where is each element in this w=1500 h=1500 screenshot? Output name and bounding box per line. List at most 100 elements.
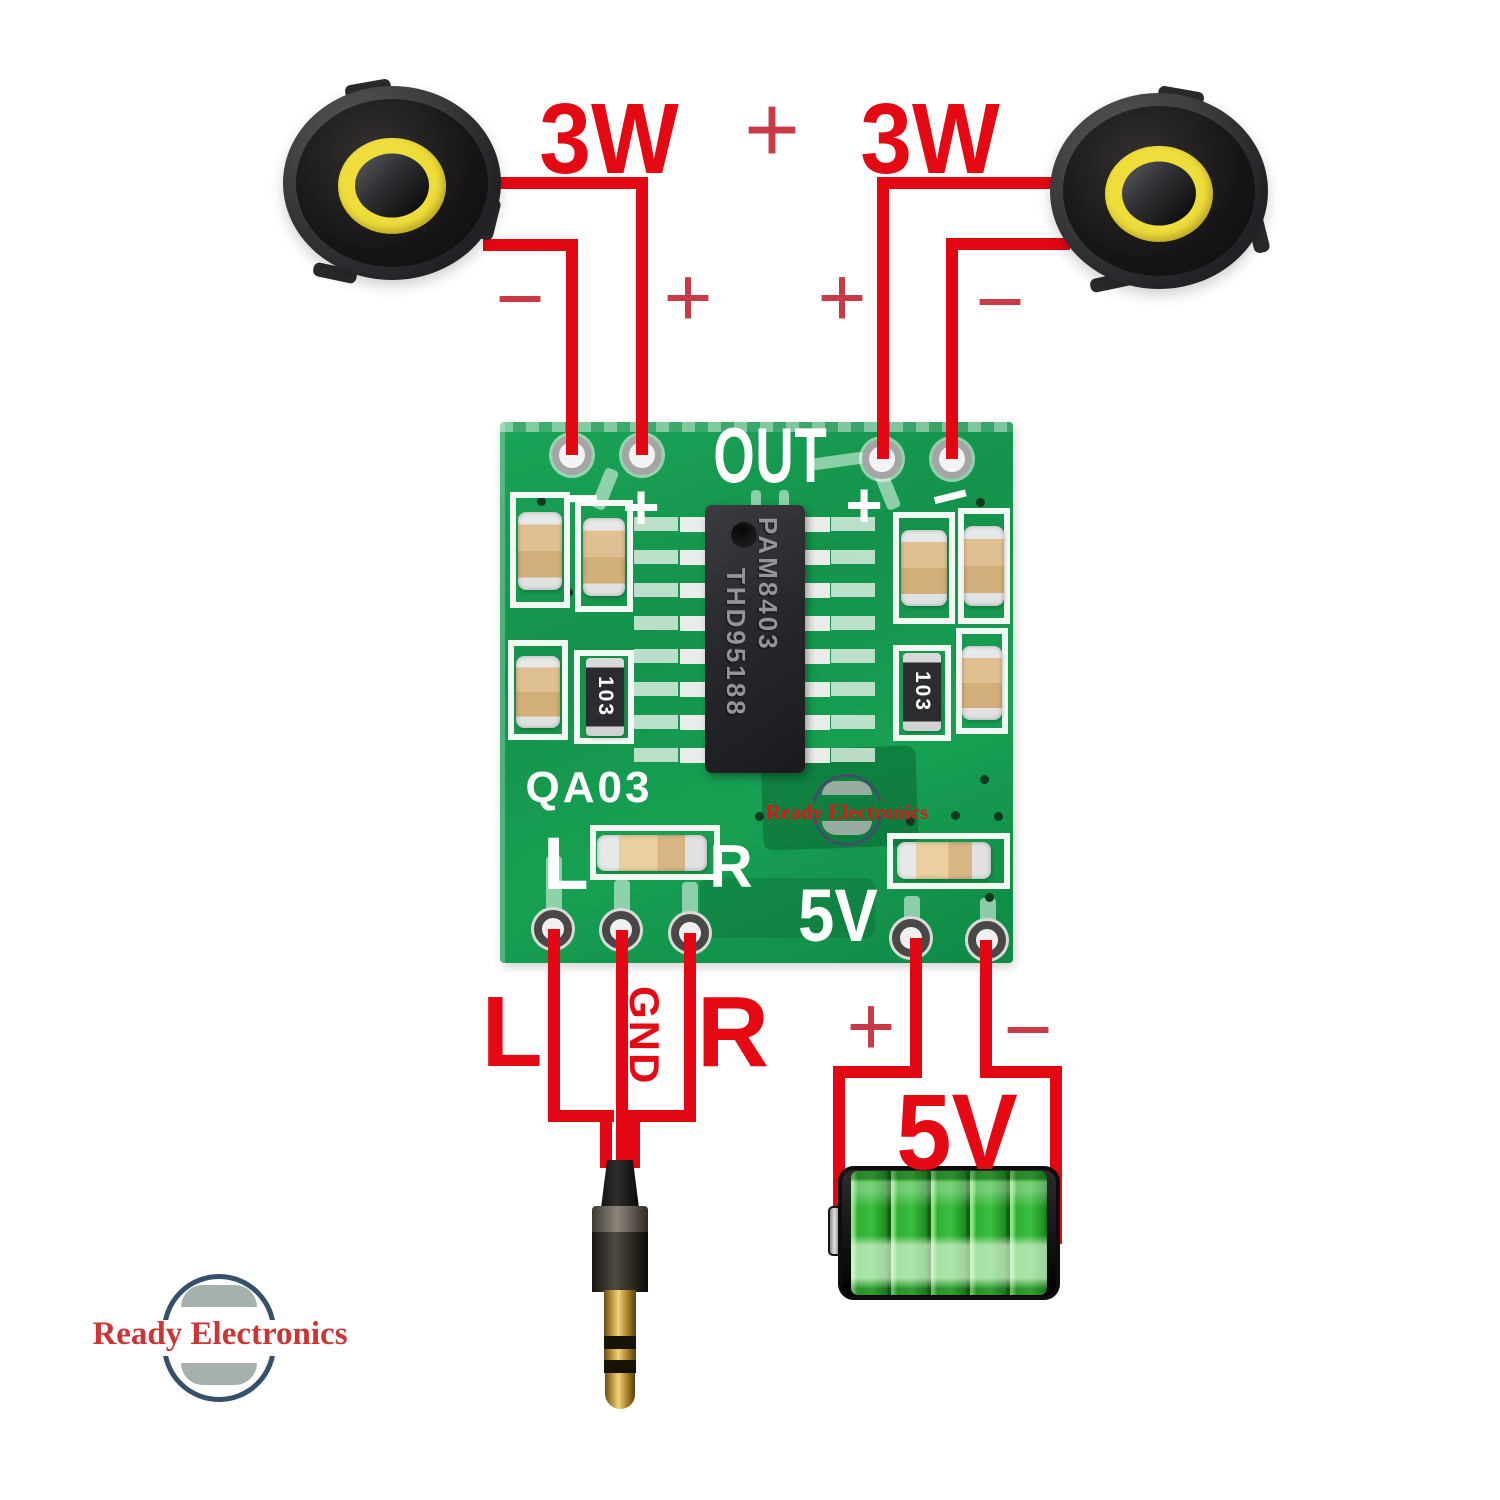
wire bbox=[600, 1110, 612, 1168]
ic-pins-right bbox=[805, 517, 830, 765]
silk-bracket bbox=[956, 628, 1008, 734]
silk-bracket bbox=[575, 500, 633, 612]
audio-jack-barrel bbox=[592, 1232, 648, 1292]
wire bbox=[684, 933, 696, 1122]
input-ground-label: GND bbox=[621, 986, 668, 1086]
solder-hole-input-gnd bbox=[602, 911, 640, 949]
ic-pins-left bbox=[680, 517, 705, 765]
via bbox=[755, 812, 764, 821]
board-right-channel-label: R bbox=[709, 833, 753, 900]
ic-marking-line1: PAM8403 bbox=[753, 517, 783, 652]
minus-marker-speaker-right: − bbox=[975, 254, 1025, 348]
audio-jack-plug bbox=[604, 1349, 636, 1360]
board-silk-plus-left: + bbox=[622, 471, 660, 543]
audio-jack-band bbox=[592, 1206, 648, 1234]
board-out-label: OUT bbox=[713, 411, 828, 499]
plus-marker-top: + bbox=[743, 76, 801, 183]
speaker-right-icon bbox=[1050, 85, 1271, 294]
solder-traces-left bbox=[634, 517, 678, 765]
via bbox=[951, 811, 960, 820]
pcb-trace bbox=[980, 898, 996, 924]
pcb-trace bbox=[614, 880, 630, 914]
wire bbox=[980, 940, 992, 1078]
audio-jack-plug bbox=[604, 1290, 636, 1340]
via bbox=[980, 775, 989, 784]
wire bbox=[483, 239, 573, 251]
plus-marker-battery: + bbox=[846, 979, 896, 1073]
watermark-logo-arc-bottom bbox=[812, 816, 882, 846]
audio-jack-tip bbox=[605, 1373, 635, 1409]
silk-bracket bbox=[508, 640, 568, 740]
wire bbox=[616, 930, 628, 1165]
audio-jack-strain-relief bbox=[601, 1160, 639, 1208]
plus-marker-speaker-left: + bbox=[663, 250, 713, 344]
silk-bracket bbox=[574, 650, 634, 744]
silk-bracket bbox=[893, 645, 951, 741]
ic-pin1-dimple bbox=[731, 522, 757, 548]
board-model-label: QA03 bbox=[525, 763, 653, 812]
resistor: 103 bbox=[903, 653, 941, 731]
brand-logo-lens-bottom bbox=[181, 1363, 257, 1385]
capacitor bbox=[897, 842, 991, 879]
wire bbox=[628, 1110, 640, 1168]
silk-bracket bbox=[590, 825, 720, 880]
board-edge bbox=[500, 422, 505, 963]
speaker-left-icon bbox=[283, 78, 502, 285]
speaker-right-power-label: 3W bbox=[860, 83, 1000, 195]
input-right-label: R bbox=[696, 976, 770, 1088]
wire bbox=[636, 177, 648, 455]
brand-logo-lens-top bbox=[181, 1285, 257, 1307]
via bbox=[906, 817, 915, 826]
wire bbox=[877, 177, 889, 459]
wire bbox=[946, 238, 1070, 250]
input-left-label: L bbox=[481, 976, 543, 1088]
solder-traces-right bbox=[831, 517, 875, 765]
ic-chip bbox=[705, 505, 805, 773]
silk-bracket bbox=[510, 492, 570, 608]
board-left-channel-label: L bbox=[543, 822, 589, 905]
capacitor bbox=[518, 512, 562, 590]
brand-logo-text: Ready Electronics bbox=[92, 1316, 348, 1352]
battery-icon bbox=[838, 1166, 1060, 1300]
wire bbox=[497, 177, 648, 189]
brand-logo-arc-bottom bbox=[162, 1356, 276, 1402]
resistor: 103 bbox=[586, 658, 624, 736]
watermark-logo-lens-bottom bbox=[822, 821, 872, 835]
silk-bracket bbox=[887, 833, 1010, 889]
capacitor bbox=[516, 656, 560, 728]
capacitor bbox=[962, 646, 1002, 720]
minus-marker-battery: − bbox=[1003, 982, 1053, 1076]
watermark-logo-lens-top bbox=[822, 781, 872, 795]
watermark-logo-arc-top bbox=[812, 774, 882, 802]
wire bbox=[566, 239, 578, 455]
wire bbox=[628, 1110, 696, 1122]
via bbox=[537, 497, 546, 506]
audio-jack-insulator-ring bbox=[604, 1360, 636, 1373]
silk-bracket bbox=[893, 512, 955, 624]
capacitor bbox=[583, 518, 625, 596]
via bbox=[976, 498, 985, 507]
audio-jack-insulator-ring bbox=[604, 1336, 636, 1349]
wire bbox=[548, 929, 560, 1122]
pcb-trace bbox=[682, 882, 698, 916]
ground-pour bbox=[700, 878, 875, 938]
pcb-trace bbox=[546, 856, 562, 912]
speaker-left-power-label: 3W bbox=[539, 83, 679, 195]
wire bbox=[910, 938, 922, 1078]
wire bbox=[946, 238, 958, 459]
watermark-brand-text: Ready Electronics bbox=[765, 800, 929, 824]
wire bbox=[877, 177, 1054, 189]
via bbox=[994, 812, 1003, 821]
brand-logo-arc-top bbox=[162, 1274, 276, 1320]
plus-marker-speaker-right: + bbox=[817, 250, 867, 344]
battery-voltage-label: 5V bbox=[896, 1071, 1018, 1192]
via bbox=[985, 893, 994, 902]
board-edge bbox=[500, 422, 1013, 432]
minus-marker-speaker-left: − bbox=[495, 251, 545, 345]
wire bbox=[833, 1066, 922, 1078]
silk-bracket bbox=[958, 508, 1010, 624]
capacitor bbox=[964, 526, 1004, 606]
ic-marking-line2: THD95188 bbox=[721, 568, 751, 718]
pcb-trace bbox=[904, 896, 920, 922]
